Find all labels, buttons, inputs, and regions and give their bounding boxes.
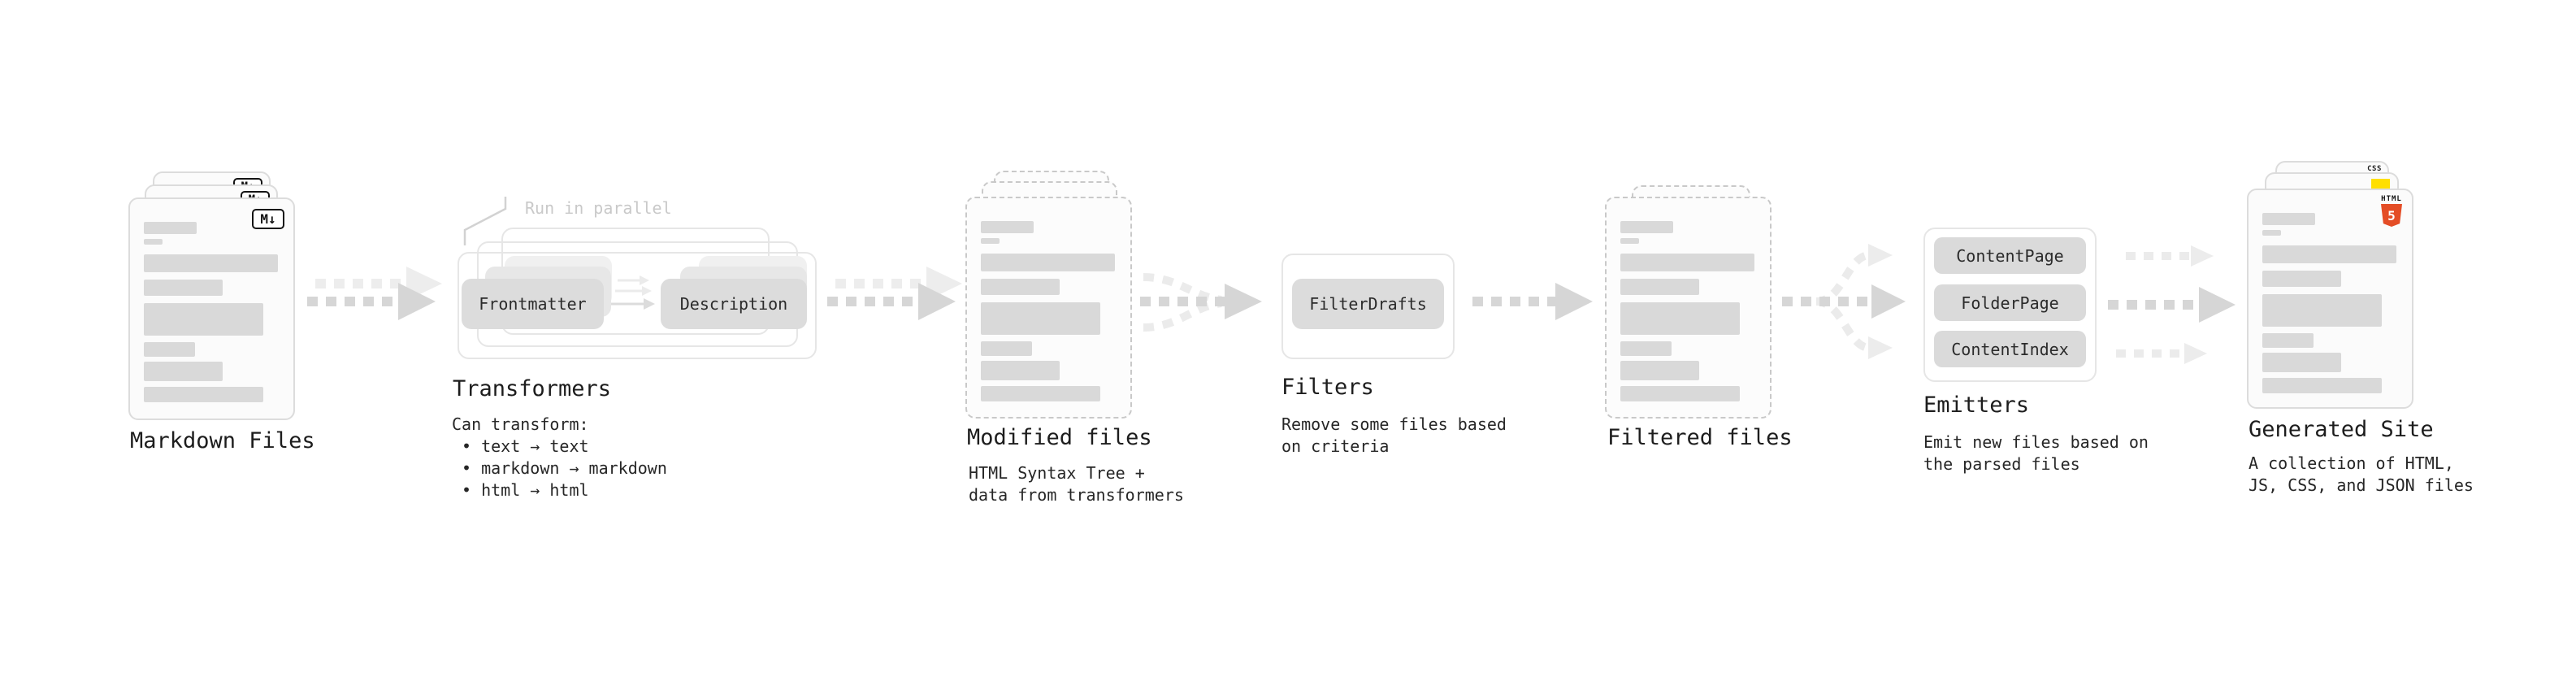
- skeleton-bar: [144, 387, 263, 402]
- skeleton-bar: [981, 238, 1000, 244]
- skeleton-bar: [2262, 213, 2315, 225]
- skeleton-bar: [1620, 279, 1699, 295]
- html5-icon: HTML 5: [2379, 195, 2404, 227]
- skeleton-bar: [1620, 341, 1672, 356]
- desc-line: on criteria: [1281, 436, 1390, 456]
- skeleton-bar: [1620, 221, 1673, 233]
- skeleton-bar: [1620, 302, 1740, 335]
- transformers-bullet: • text → text: [462, 436, 589, 456]
- skeleton-bar: [2262, 271, 2341, 287]
- skeleton-bar: [981, 361, 1060, 380]
- transformers-frame-front: [458, 252, 817, 359]
- emitter-pill-folderpage: FolderPage: [1934, 284, 2086, 321]
- modified-file-card-front: [965, 197, 1132, 419]
- filtered-files-label: Filtered files: [1607, 425, 1793, 450]
- skeleton-bar: [2262, 245, 2396, 263]
- skeleton-bar: [144, 342, 195, 357]
- desc-line: the parsed files: [1923, 454, 2080, 474]
- skeleton-bar: [144, 222, 197, 234]
- run-in-parallel-annotation: Run in parallel: [525, 198, 672, 218]
- file-content-skeleton: [144, 222, 278, 402]
- skeleton-bar: [981, 254, 1115, 271]
- skeleton-bar: [2262, 378, 2382, 393]
- transformers-title: Transformers: [453, 376, 612, 401]
- desc-line: HTML Syntax Tree +: [969, 463, 1145, 483]
- css-icon-label: CSS: [2367, 165, 2382, 173]
- markdown-icon: M↓: [252, 209, 284, 229]
- skeleton-bar: [1620, 361, 1699, 380]
- skeleton-bar: [2262, 230, 2281, 236]
- generated-site-description: A collection of HTML, JS, CSS, and JSON …: [2249, 453, 2474, 497]
- filtered-file-card-front: [1605, 197, 1772, 419]
- transformers-bullet: • html → html: [462, 480, 589, 500]
- desc-line: Emit new files based on: [1923, 432, 2149, 452]
- skeleton-bar: [1620, 386, 1740, 401]
- markdown-file-card-front: M↓: [128, 197, 295, 420]
- markdown-files-label: Markdown Files: [130, 428, 315, 453]
- skeleton-bar: [981, 386, 1100, 401]
- skeleton-bar: [144, 239, 163, 245]
- filter-pill-filterdrafts: FilterDrafts: [1292, 279, 1444, 329]
- html5-icon-label: HTML: [2381, 195, 2402, 203]
- modified-files-label: Modified files: [967, 425, 1152, 450]
- desc-line: data from transformers: [969, 485, 1184, 505]
- filters-title: Filters: [1281, 375, 1374, 400]
- run-in-parallel-leader-line: [463, 197, 507, 245]
- filters-description: Remove some files based on criteria: [1281, 414, 1507, 458]
- transformer-pill-description: Description: [661, 279, 807, 329]
- site-file-card-html: HTML 5: [2247, 189, 2413, 409]
- emitters-title: Emitters: [1923, 393, 2030, 418]
- desc-line: Remove some files based: [1281, 414, 1507, 434]
- file-content-skeleton: [981, 221, 1115, 401]
- skeleton-bar: [144, 280, 223, 296]
- arrow-filtered-to-emitters: [1782, 244, 1906, 359]
- emitter-pill-contentindex: ContentIndex: [1934, 331, 2086, 367]
- arrow-emitters-to-site: [2108, 245, 2236, 364]
- skeleton-bar: [1620, 254, 1754, 271]
- skeleton-bar: [144, 303, 263, 336]
- arrow-modified-to-filters: [1140, 273, 1262, 332]
- transformers-caption: Can transform:: [452, 414, 589, 434]
- emitters-description: Emit new files based on the parsed files: [1923, 432, 2149, 475]
- transformer-pill-frontmatter: Frontmatter: [462, 279, 604, 329]
- generated-site-label: Generated Site: [2249, 417, 2434, 442]
- skeleton-bar: [981, 302, 1100, 335]
- skeleton-bar: [2262, 353, 2341, 372]
- file-content-skeleton: [2262, 213, 2396, 393]
- skeleton-bar: [981, 341, 1032, 356]
- transformers-bullet: • markdown → markdown: [462, 458, 667, 478]
- parallel-arrows-icon: [611, 275, 655, 310]
- desc-line: JS, CSS, and JSON files: [2249, 475, 2474, 495]
- modified-files-description: HTML Syntax Tree + data from transformer…: [969, 462, 1184, 506]
- emitter-pill-contentpage: ContentPage: [1934, 237, 2086, 274]
- transformers-description: Can transform: • text → text • markdown …: [452, 414, 667, 501]
- desc-line: A collection of HTML,: [2249, 453, 2454, 473]
- arrow-filters-to-filtered: [1472, 283, 1593, 320]
- js-icon: [2371, 179, 2390, 189]
- html5-icon-shield: 5: [2381, 204, 2402, 227]
- skeleton-bar: [1620, 238, 1639, 244]
- skeleton-bar: [981, 221, 1034, 233]
- arrow-markdown-to-transformers: [307, 267, 442, 320]
- file-content-skeleton: [1620, 221, 1754, 401]
- skeleton-bar: [144, 362, 223, 381]
- skeleton-bar: [2262, 333, 2314, 348]
- skeleton-bar: [981, 279, 1060, 295]
- skeleton-bar: [144, 254, 278, 272]
- arrow-transformers-to-modified: [827, 267, 962, 320]
- skeleton-bar: [2262, 294, 2382, 327]
